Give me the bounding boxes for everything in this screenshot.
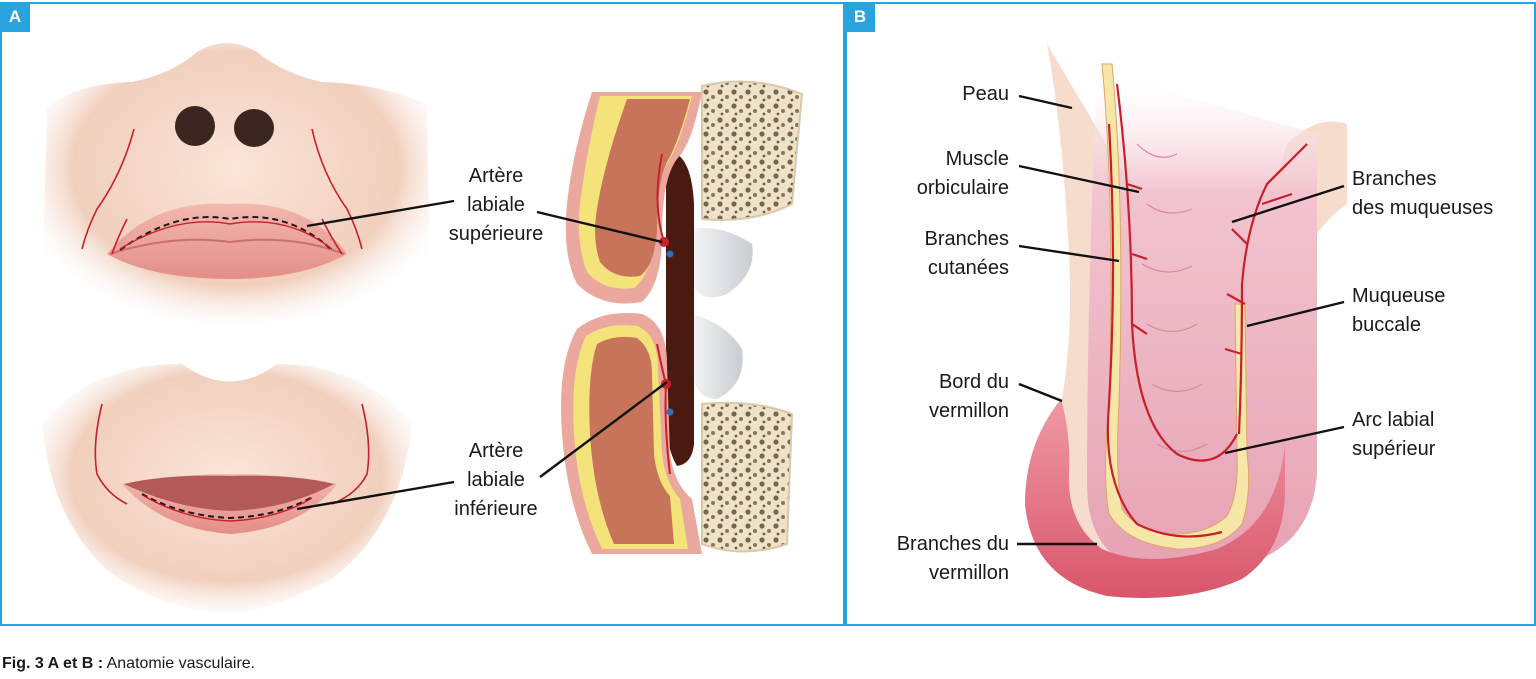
label-inferior-labial-artery: Artère labiale inférieure [454, 440, 538, 520]
figure-caption: Fig. 3 A et B : Anatomie vasculaire. [2, 655, 255, 673]
panel-b-tag: B [845, 2, 875, 32]
label-muscle-orbiculaire: Muscle orbiculaire [916, 148, 1009, 199]
panel-b-leader-lines [1017, 94, 1345, 546]
caption-text: Anatomie vasculaire. [103, 655, 256, 672]
lip-sagittal-section [561, 80, 804, 554]
caption-bold: Fig. 3 A et B : [2, 655, 104, 672]
label-branches-vermillon: Branches du vermillon [896, 533, 1009, 584]
upper-lip-face-view [42, 43, 430, 323]
label-muqueuse-buccale: Muqueuse buccale [1352, 285, 1446, 336]
panel-b-illustration [1017, 44, 1347, 598]
panel-a: A [0, 2, 845, 626]
label-bord-vermillon: Bord du vermillon [928, 371, 1009, 422]
label-arc-labial: Arc labial supérieur [1352, 409, 1436, 460]
panel-a-illustration [42, 43, 804, 614]
panel-b: B [845, 2, 1536, 626]
panel-a-leader-lines [296, 199, 668, 511]
label-peau: Peau [962, 83, 1009, 105]
label-branches-cutanees: Branches cutanées [924, 228, 1010, 279]
label-branches-muqueuses: Branches des muqueuses [1352, 168, 1494, 219]
lower-lip-face-view [42, 364, 412, 614]
lip-cross-section [1025, 44, 1347, 598]
label-superior-labial-artery: Artère labiale supérieure [448, 165, 544, 245]
panel-a-tag: A [0, 2, 30, 32]
